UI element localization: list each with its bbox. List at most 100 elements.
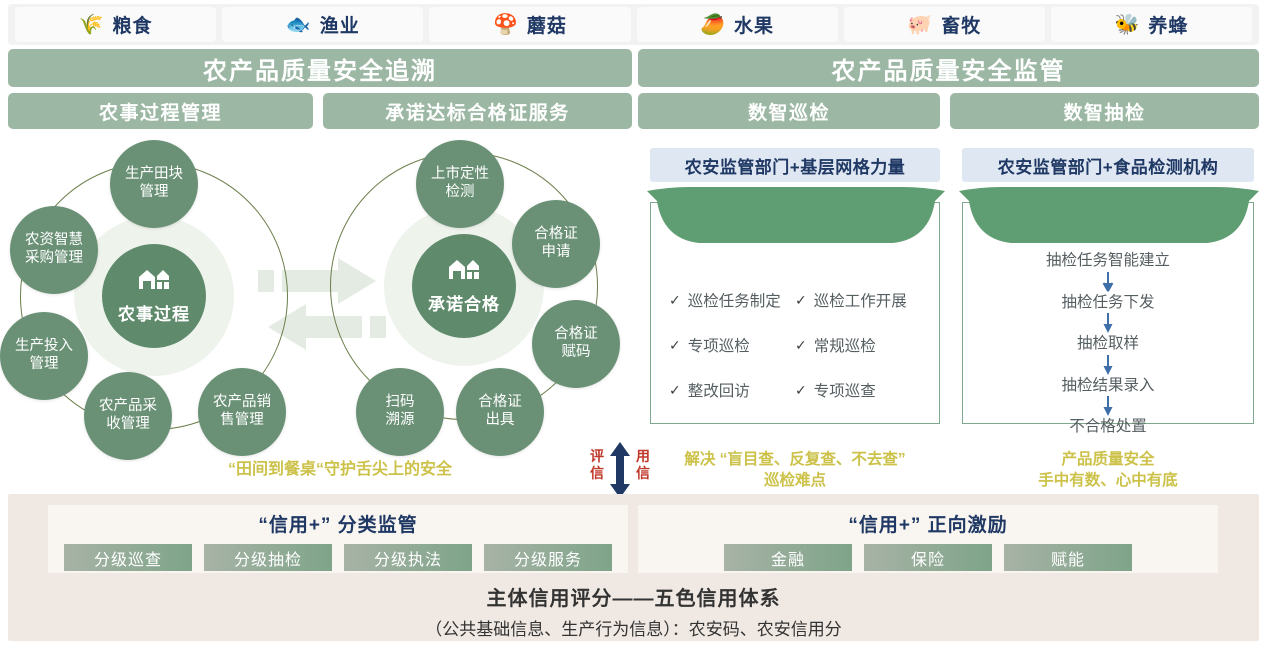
credit-band: “信用+” 分类监管 分级巡查 分级抽检 分级执法 分级服务 “信用+” 正向激… [8,494,1259,641]
fish-icon: 🐟 [285,13,311,36]
node-line-1: 农资智慧 [25,232,83,249]
category-tab-beekeeping[interactable]: 🐝 养蜂 [1050,7,1253,42]
wheel-node-cert-apply[interactable]: 合格证 申请 [512,200,600,288]
pot-shape-icon [955,187,1261,258]
category-label: 水果 [734,16,775,37]
check-icon: ✓ [669,336,681,353]
node-line-1: 合格证 [534,226,578,243]
node-line-2: 管理 [29,356,59,372]
wheel-hub-farm-process[interactable]: 农事过程 [102,244,206,348]
credit-chip-graded-enforcement[interactable]: 分级执法 [344,544,472,571]
checklist-item[interactable]: ✓ 常规巡检 [795,334,921,356]
mango-icon: 🥭 [700,13,726,36]
flow-step[interactable]: 不合格处置 [1069,418,1147,435]
checklist-label: 专项巡检 [687,338,750,355]
tagline-line-1: 解决 “盲目查、反复查、不去查” [684,451,906,468]
node-line-2: 检测 [445,184,475,200]
credit-panel-classified-supervision: “信用+” 分类监管 分级巡查 分级抽检 分级执法 分级服务 [48,505,628,573]
wheel-node-market-test[interactable]: 上市定性 检测 [416,140,504,228]
category-label: 粮食 [112,16,153,37]
category-tab-fishery[interactable]: 🐟 渔业 [222,7,424,42]
down-arrow-icon [1101,312,1115,334]
credit-footer: 主体信用评分——五色信用体系 （公共基础信息、生产行为信息）：农安码、农安信用分 [8,582,1259,640]
node-line-1: 农产品销 [213,394,271,411]
wheel-node-cert-code[interactable]: 合格证 赋码 [532,300,620,388]
credit-arrow-left-line-2: 信 [590,464,604,481]
node-line-1: 农产品采 [99,398,157,415]
credit-chip-graded-sampling[interactable]: 分级抽检 [204,544,332,571]
node-line-1: 生产投入 [15,338,73,355]
wheel-certificate: 承诺合格 上市定性 检测 合格证 申请 合格证 赋码 合格证 出具 扫码 溯源 [310,140,640,460]
wheel-node-field-management[interactable]: 生产田块 管理 [110,140,198,228]
credit-arrow-right-line-1: 用 [636,448,650,464]
flow-step[interactable]: 抽检任务下发 [1061,293,1155,311]
grain-icon: 🌾 [78,13,104,36]
credit-chip-row: 金融 保险 赋能 [638,544,1218,571]
credit-chip-empowerment[interactable]: 赋能 [1004,544,1132,571]
node-line-2: 采购管理 [25,250,83,266]
credit-panel-positive-incentive: “信用+” 正向激励 金融 保险 赋能 [638,505,1218,573]
tagline-inspection: 解决 “盲目查、反复查、不去查” 巡检难点 [655,449,935,492]
wheel-node-production-input[interactable]: 生产投入 管理 [0,312,88,400]
category-bar: 🌾 粮食 🐟 渔业 🍄 蘑菇 🥭 水果 🐖 畜牧 🐝 养蜂 [8,4,1259,45]
checklist-label: 整改回访 [687,383,750,400]
wheel-hub-label: 承诺合格 [428,295,500,314]
check-icon: ✓ [669,381,681,398]
checklist-item[interactable]: ✓ 整改回访 [669,379,795,401]
down-arrow-icon [1101,271,1115,293]
checklist-label: 巡检工作开展 [813,293,907,310]
node-line-2: 收管理 [106,416,150,432]
tagline-line-2: 手中有数、心中有底 [1038,472,1178,490]
node-line-2: 申请 [541,244,571,260]
checklist-item[interactable]: ✓ 巡检任务制定 [669,289,795,311]
check-icon: ✓ [795,381,807,398]
wheel-hub-label: 农事过程 [118,305,190,324]
checklist-item[interactable]: ✓ 巡检工作开展 [795,289,921,311]
wheel-node-harvest[interactable]: 农产品采 收管理 [84,372,172,460]
credit-chip-finance[interactable]: 金融 [724,544,852,571]
barn-icon [447,257,481,286]
credit-chip-row: 分级巡查 分级抽检 分级执法 分级服务 [48,544,628,571]
node-line-1: 合格证 [554,326,598,343]
node-line-1: 合格证 [478,394,522,411]
category-tab-livestock[interactable]: 🐖 畜牧 [843,7,1045,42]
credit-footer-title: 主体信用评分——五色信用体系 [486,588,781,610]
pig-icon: 🐖 [907,13,933,36]
credit-exchange-arrow-icon [588,442,652,498]
category-label: 养蜂 [1148,16,1189,37]
check-icon: ✓ [795,291,807,308]
flow-step[interactable]: 抽检任务智能建立 [1045,252,1170,269]
flow-step[interactable]: 抽检结果录入 [1061,376,1155,394]
down-arrow-icon [1101,395,1115,417]
wheel-node-input-procurement[interactable]: 农资智慧 采购管理 [10,206,98,294]
credit-panel-title: “信用+” 正向激励 [848,515,1008,536]
tagline-sampling: 产品质量安全 手中有数、心中有底 [962,449,1254,492]
wheel-node-cert-issue[interactable]: 合格证 出具 [456,368,544,456]
credit-panel-title: “信用+” 分类监管 [258,515,418,536]
credit-chip-graded-service[interactable]: 分级服务 [484,544,612,571]
wheel-node-sales[interactable]: 农产品销 售管理 [198,368,286,456]
node-line-2: 出具 [485,412,515,428]
bee-icon: 🐝 [1114,13,1140,36]
credit-chip-insurance[interactable]: 保险 [864,544,992,571]
node-line-1: 生产田块 [125,166,183,183]
category-tab-grain[interactable]: 🌾 粮食 [15,7,217,42]
wheel-farm-process: 农事过程 生产田块 管理 农资智慧 采购管理 生产投入 管理 农产品采 收管理 … [0,140,330,460]
credit-arrow-left-line-1: 评 [590,448,604,464]
category-label: 渔业 [319,16,360,37]
checklist-label: 巡检任务制定 [687,293,781,310]
category-tab-fruit[interactable]: 🥭 水果 [636,7,838,42]
banner-supervision: 农产品质量安全监管 [638,49,1259,87]
credit-arrow-label-right: 用 信 [634,448,652,481]
checklist-item[interactable]: ✓ 专项巡查 [795,379,921,401]
credit-chip-graded-patrol[interactable]: 分级巡查 [64,544,192,571]
node-line-1: 上市定性 [431,166,489,183]
category-tab-mushroom[interactable]: 🍄 蘑菇 [429,7,631,42]
down-arrow-icon [1101,354,1115,376]
checklist-item[interactable]: ✓ 专项巡检 [669,334,795,356]
wheel-node-scan-trace[interactable]: 扫码 溯源 [356,368,444,456]
flow-step[interactable]: 抽检取样 [1076,335,1139,352]
subbanner-certificate: 承诺达标合格证服务 [323,93,632,129]
wheel-hub-certificate[interactable]: 承诺合格 [412,234,516,338]
